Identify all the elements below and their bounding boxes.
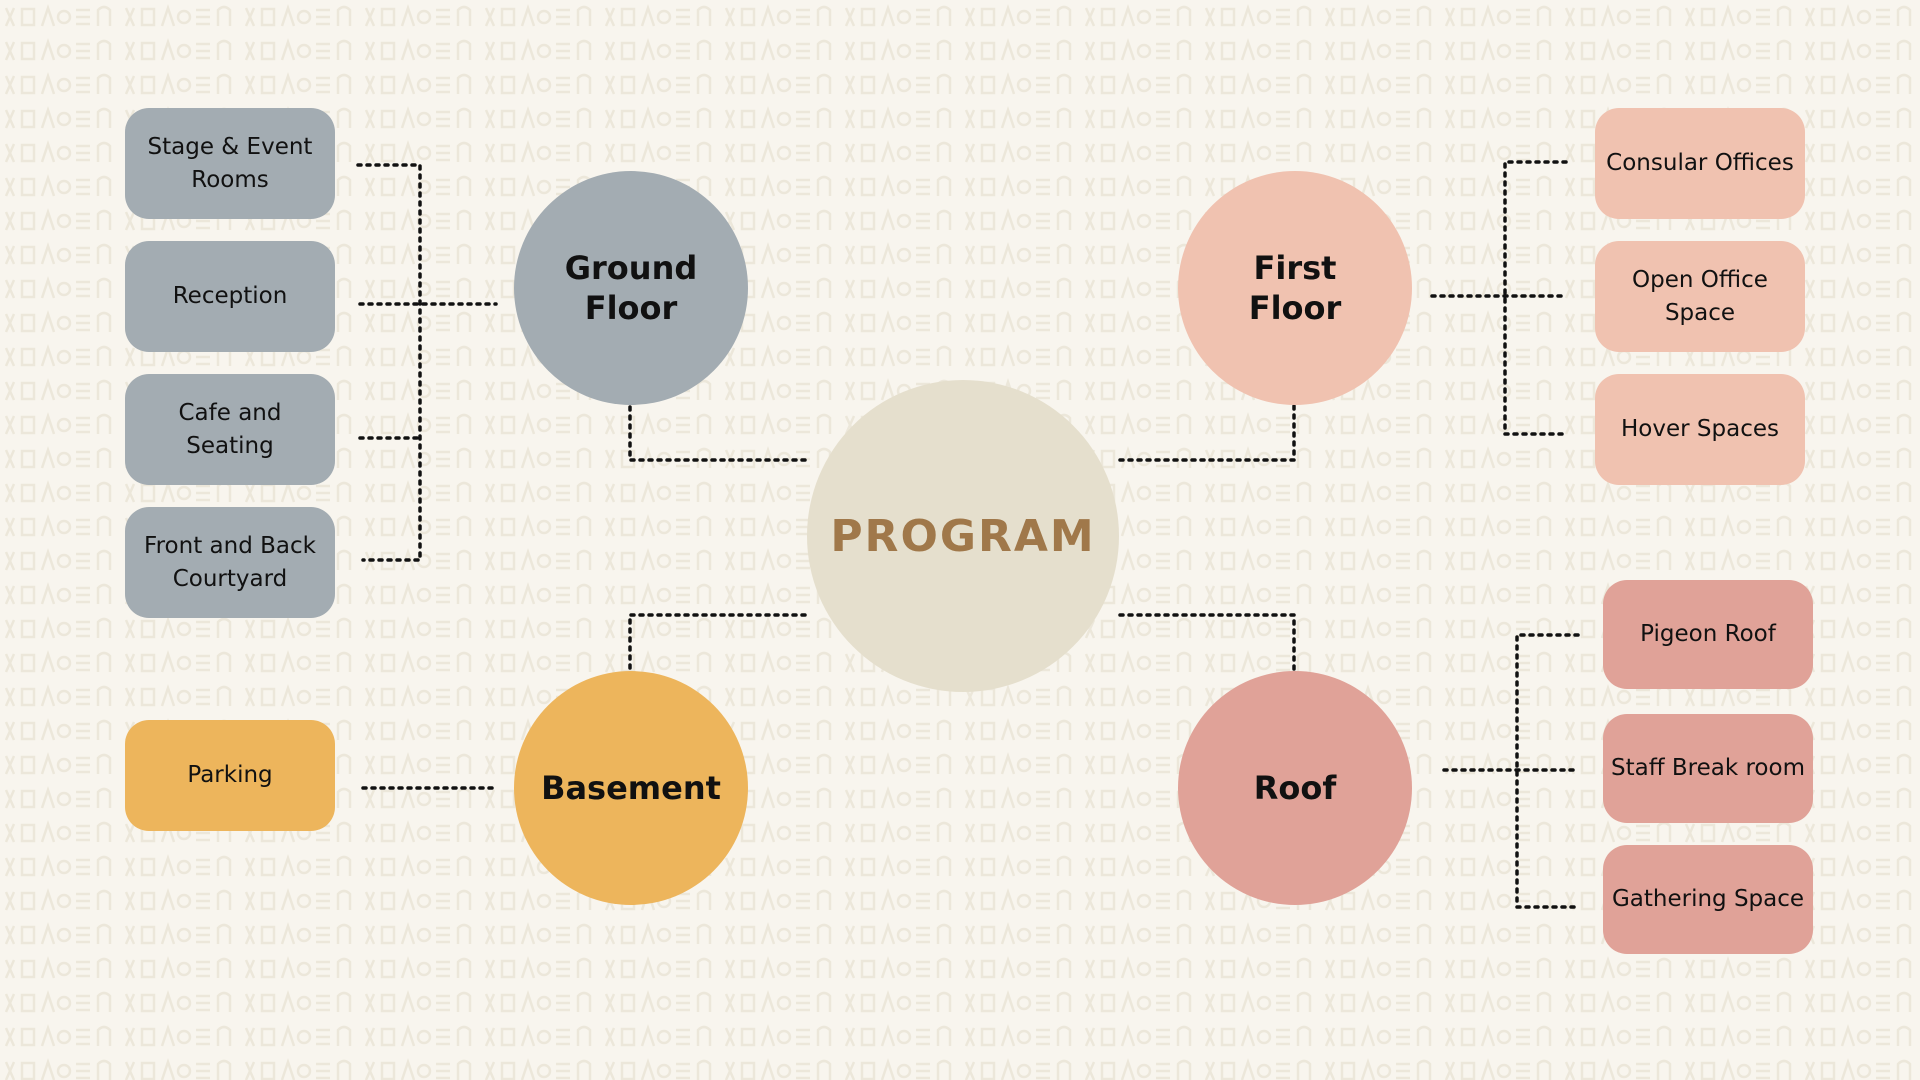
roof-item-label: Gathering Space bbox=[1611, 886, 1805, 913]
basement-item-label: Parking bbox=[187, 762, 273, 789]
first-item-label: Open Office Space bbox=[1632, 266, 1768, 326]
ground-item-label: Stage & Event Rooms bbox=[147, 133, 313, 193]
ground-floor-node: Ground Floor bbox=[514, 171, 748, 405]
first-item-label: Consular Offices bbox=[1606, 150, 1794, 177]
ground-item-label: Cafe and Seating bbox=[178, 399, 282, 459]
roof-item-staff-break-room: Staff Break room bbox=[1603, 714, 1813, 823]
roof-item-gathering-space: Gathering Space bbox=[1603, 845, 1813, 954]
basement-item-parking: Parking bbox=[125, 720, 335, 831]
basement-label: Basement bbox=[541, 769, 721, 807]
roof-item-pigeon-roof: Pigeon Roof bbox=[1603, 580, 1813, 689]
first-item-consular-offices: Consular Offices bbox=[1595, 108, 1805, 219]
connector-ground-bracket bbox=[356, 163, 422, 562]
connector-first-bracket bbox=[1503, 160, 1568, 436]
ground-item-cafe-seating: Cafe and Seating bbox=[125, 374, 335, 485]
first-floor-node: First Floor bbox=[1178, 171, 1412, 405]
connector-program-ground bbox=[628, 360, 807, 462]
roof-item-label: Pigeon Roof bbox=[1640, 621, 1776, 648]
first-item-label: Hover Spaces bbox=[1621, 416, 1779, 443]
program-node: PROGRAM bbox=[807, 380, 1119, 692]
first-item-open-office-space: Open Office Space bbox=[1595, 241, 1805, 352]
first-item-hover-spaces: Hover Spaces bbox=[1595, 374, 1805, 485]
ground-item-reception: Reception bbox=[125, 241, 335, 352]
ground-item-courtyard: Front and Back Courtyard bbox=[125, 507, 335, 618]
first-floor-label: First Floor bbox=[1248, 249, 1342, 327]
ground-item-label: Reception bbox=[172, 283, 288, 310]
basement-node: Basement bbox=[514, 671, 748, 905]
program-label: PROGRAM bbox=[830, 510, 1096, 562]
ground-item-stage-event-rooms: Stage & Event Rooms bbox=[125, 108, 335, 219]
ground-floor-label: Ground Floor bbox=[564, 249, 698, 327]
roof-node: Roof bbox=[1178, 671, 1412, 905]
ground-item-label: Front and Back Courtyard bbox=[144, 532, 316, 592]
roof-label: Roof bbox=[1253, 769, 1337, 807]
connector-program-first bbox=[1118, 360, 1296, 462]
roof-item-label: Staff Break room bbox=[1611, 755, 1805, 782]
